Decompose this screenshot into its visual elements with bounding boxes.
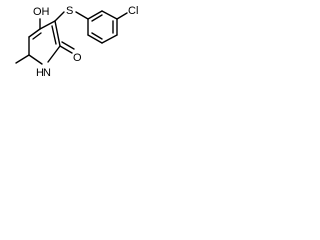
bond-c3-s bbox=[54, 11, 65, 22]
bond-c4-c3 bbox=[39, 20, 56, 30]
bond-c2-o-double bbox=[61, 41, 75, 50]
bond-s-phenyl bbox=[75, 11, 89, 20]
nitrogen-label: N bbox=[43, 67, 51, 79]
chlorine-label: Cl bbox=[128, 5, 138, 17]
bond-c5-c4 bbox=[28, 28, 41, 38]
bond-n1-c6 bbox=[28, 54, 43, 65]
bond-ph-double-1 bbox=[91, 14, 103, 22]
bond-ph-double-3 bbox=[91, 32, 103, 40]
bond-ph-5 bbox=[87, 34, 103, 44]
pyridinone-ring bbox=[28, 20, 61, 65]
bond-c6-methyl bbox=[15, 54, 30, 64]
chemical-structure-diagram: OH S Cl H N O bbox=[15, 5, 138, 79]
hydrogen-label: H bbox=[36, 67, 44, 79]
bond-c3-c2 bbox=[54, 20, 61, 47]
hydroxyl-label: OH bbox=[33, 6, 50, 18]
sulfur-label: S bbox=[66, 5, 73, 17]
bond-phenyl-cl bbox=[116, 12, 128, 20]
bond-c5-c4-double bbox=[32, 32, 42, 40]
bond-c2-o bbox=[59, 45, 73, 54]
bond-ph-1 bbox=[87, 10, 103, 20]
bond-c3-c2-double bbox=[51, 25, 57, 45]
bond-ph-2 bbox=[101, 10, 118, 20]
bond-ph-4 bbox=[101, 34, 118, 44]
carbonyl-oxygen-label: O bbox=[73, 52, 82, 64]
chlorophenyl-ring bbox=[87, 10, 118, 44]
bond-c2-n1 bbox=[47, 45, 61, 63]
